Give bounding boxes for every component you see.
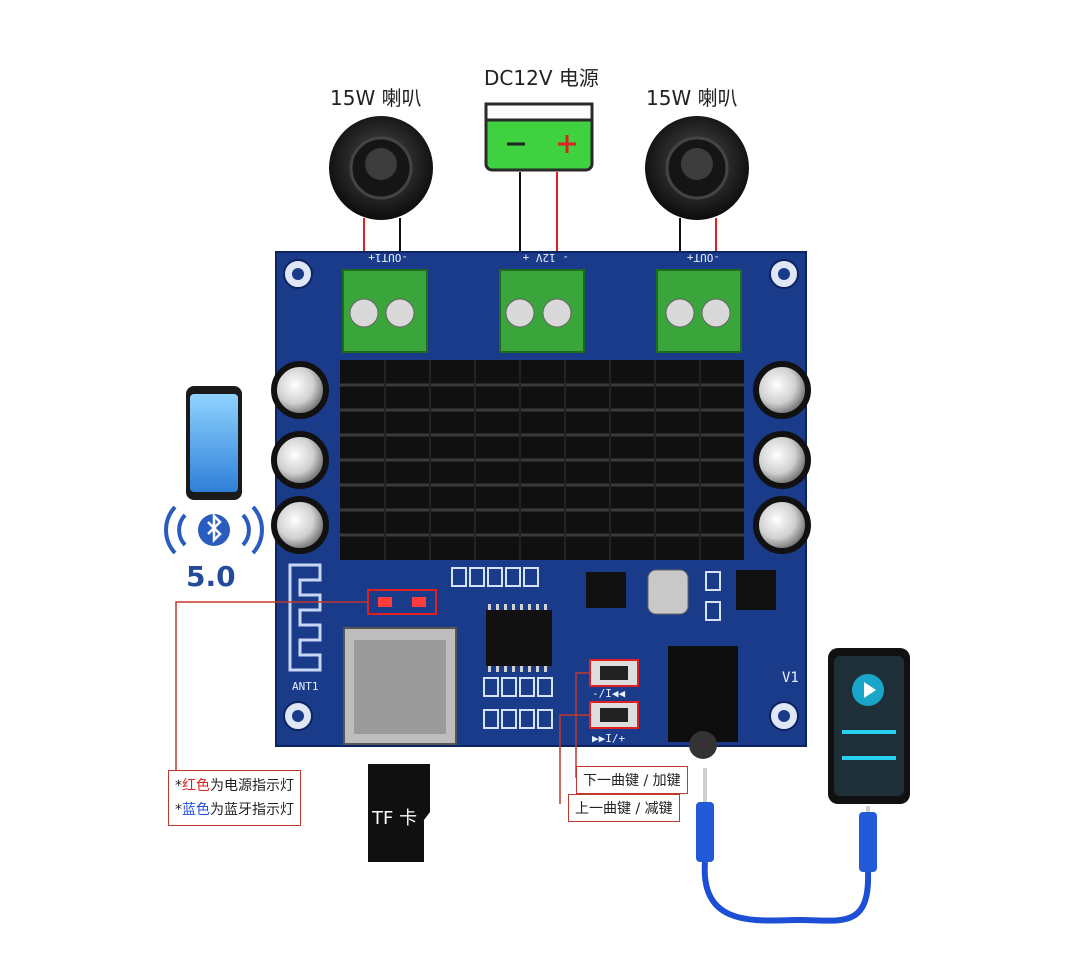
tf-card-label: TF 卡 xyxy=(371,808,417,829)
terminal-out-right-label: -OUT+ xyxy=(687,251,720,264)
v1-label: V1 xyxy=(782,670,799,686)
audio-jack xyxy=(668,646,738,759)
tf-slot xyxy=(343,627,457,745)
terminal-out-right xyxy=(656,269,742,353)
heatsink xyxy=(340,360,744,560)
power-label: DC12V 电源 xyxy=(484,66,599,90)
speaker-right-label: 15W 喇叭 xyxy=(646,86,738,110)
antenna-trace xyxy=(288,563,322,672)
speaker-left-label: 15W 喇叭 xyxy=(330,86,422,110)
speaker-left-icon xyxy=(329,116,433,220)
battery-icon xyxy=(484,102,594,172)
led-notes: *红色为电源指示灯 *蓝色为蓝牙指示灯 xyxy=(168,770,301,826)
note-blue: *蓝色为蓝牙指示灯 xyxy=(175,802,294,818)
capacitors xyxy=(271,361,811,554)
tf-card-icon xyxy=(368,764,430,862)
bluetooth-icon xyxy=(164,505,264,555)
terminal-out-left-label: -OUT1+ xyxy=(368,251,408,264)
terminal-power-label: - 12V + xyxy=(522,251,569,264)
bluetooth-version: 5.0 xyxy=(186,560,236,593)
smartphone-icon xyxy=(186,386,242,500)
terminal-out-left xyxy=(342,269,428,353)
button-prev-legend: 上一曲键 / 减键 xyxy=(568,794,680,822)
audio-cable xyxy=(696,768,877,924)
mp3-player-icon xyxy=(828,648,910,804)
btn-next-label: -/I◀◀ xyxy=(592,687,625,700)
note-red: *红色为电源指示灯 xyxy=(175,778,294,794)
ant-label: ANT1 xyxy=(292,680,319,693)
callout-lines xyxy=(175,601,590,804)
btn-prev-label: ▶▶I/+ xyxy=(592,732,625,745)
speaker-right-icon xyxy=(645,116,749,220)
terminal-power xyxy=(499,269,585,353)
button-next-legend: 下一曲键 / 加键 xyxy=(576,766,688,794)
